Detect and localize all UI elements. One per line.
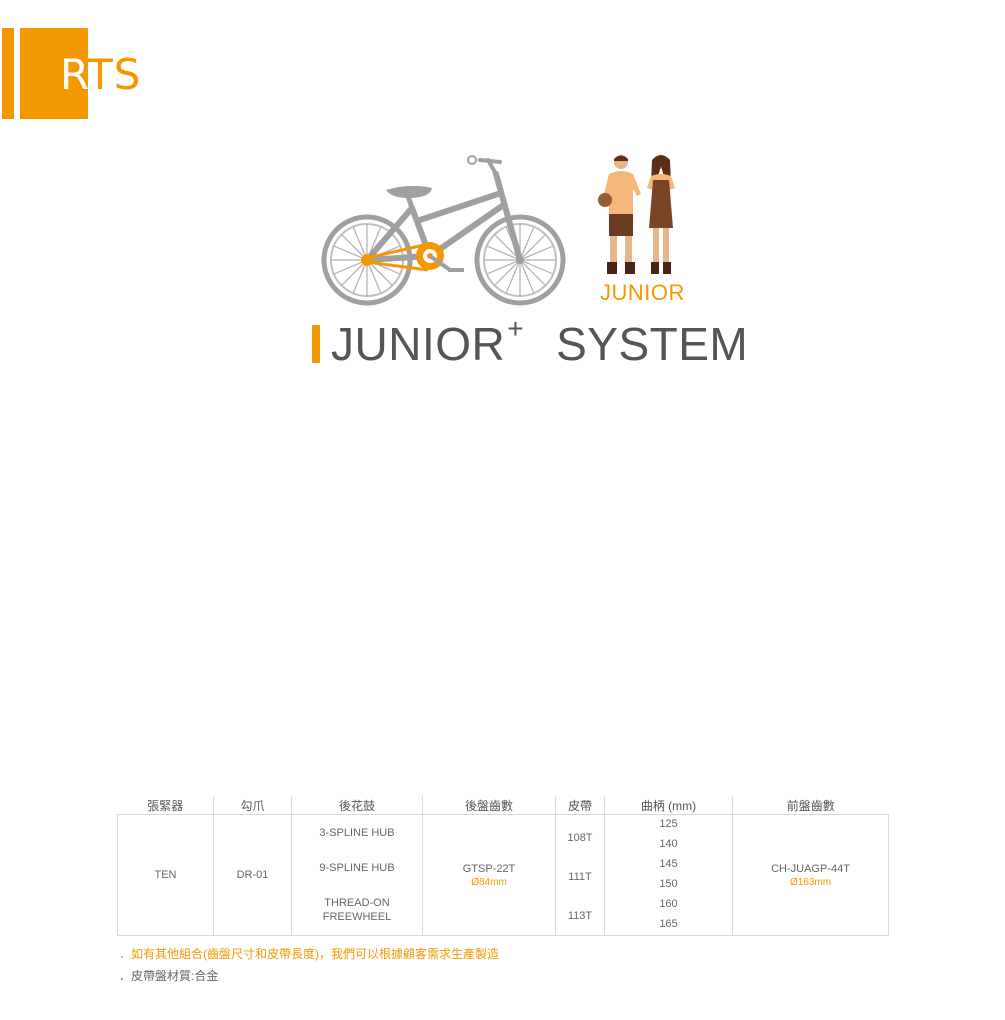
- belt-option: 113T: [567, 909, 593, 922]
- junior-label: JUNIOR: [600, 280, 685, 305]
- kids-illustration: [598, 155, 675, 274]
- rear-sprocket-size: Ø84mm: [471, 876, 507, 888]
- title-plus: +: [507, 313, 525, 344]
- belt-option: 111T: [568, 870, 592, 883]
- title-suffix: SYSTEM: [556, 318, 749, 370]
- front-chainring-size: Ø163mm: [789, 876, 832, 888]
- rear-sprocket-cell: GTSP-22T Ø84mm: [422, 814, 556, 936]
- note-custom-combination: ．如有其他組合(齒盤尺寸和皮帶長度)，我們可以根據顧客需求生產製造: [119, 947, 499, 961]
- tensioner-cell: TEN: [117, 814, 214, 936]
- rear-sprocket-model: GTSP-22T: [462, 862, 516, 875]
- rear-hub-option: 9-SPLINE HUB: [319, 861, 395, 874]
- spec-table: 張緊器 勾爪 後花鼓 後盤齒數 皮帶 曲柄 (mm) 前盤齒數 TEN DR-0…: [117, 796, 889, 936]
- title-main: JUNIOR: [331, 318, 506, 370]
- header-rear-hub: 後花鼓: [291, 796, 423, 815]
- rear-hub-option: 3-SPLINE HUB: [319, 826, 395, 839]
- crank-option: 140: [604, 835, 733, 855]
- header-rear-sprocket: 後盤齒數: [422, 796, 556, 815]
- crank-option: 165: [604, 914, 733, 936]
- dropout-cell: DR-01: [213, 814, 292, 936]
- header-belt: 皮帶: [555, 796, 605, 815]
- crank-option: 160: [604, 894, 733, 915]
- logo-bar: [2, 28, 14, 119]
- crank-option: 150: [604, 874, 733, 895]
- header-tensioner: 張緊器: [117, 796, 214, 815]
- notes: ．如有其他組合(齒盤尺寸和皮帶長度)，我們可以根據顧客需求生產製造 ．皮帶盤材質…: [119, 943, 499, 987]
- system-title: JUNIOR+ SYSTEM: [331, 313, 749, 377]
- bicycle-illustration: [321, 155, 566, 306]
- crank-option: 145: [604, 854, 733, 875]
- table-header-row: 張緊器 勾爪 後花鼓 後盤齒數 皮帶 曲柄 (mm) 前盤齒數: [117, 796, 889, 815]
- belt-option: 108T: [567, 832, 593, 845]
- brand-logo: RTS: [60, 50, 141, 100]
- logo-text-before: R: [60, 50, 88, 99]
- header-crank: 曲柄 (mm): [604, 796, 733, 815]
- logo-block: [20, 28, 88, 119]
- front-chainring-cell: CH-JUAGP-44T Ø163mm: [732, 814, 889, 936]
- header-dropout: 勾爪: [213, 796, 292, 815]
- crank-option: 125: [604, 814, 733, 835]
- table-row: TEN DR-01 3-SPLINE HUB 9-SPLINE HUB THRE…: [117, 814, 889, 936]
- logo-text-after: TS: [87, 50, 142, 99]
- belt-cell: 108T 111T 113T: [555, 814, 605, 936]
- front-chainring-model: CH-JUAGP-44T: [771, 862, 850, 875]
- note-material: ．皮帶盤材質:合金: [119, 969, 219, 983]
- title-accent-bar: [312, 325, 320, 363]
- header-front-chainring: 前盤齒數: [732, 796, 889, 815]
